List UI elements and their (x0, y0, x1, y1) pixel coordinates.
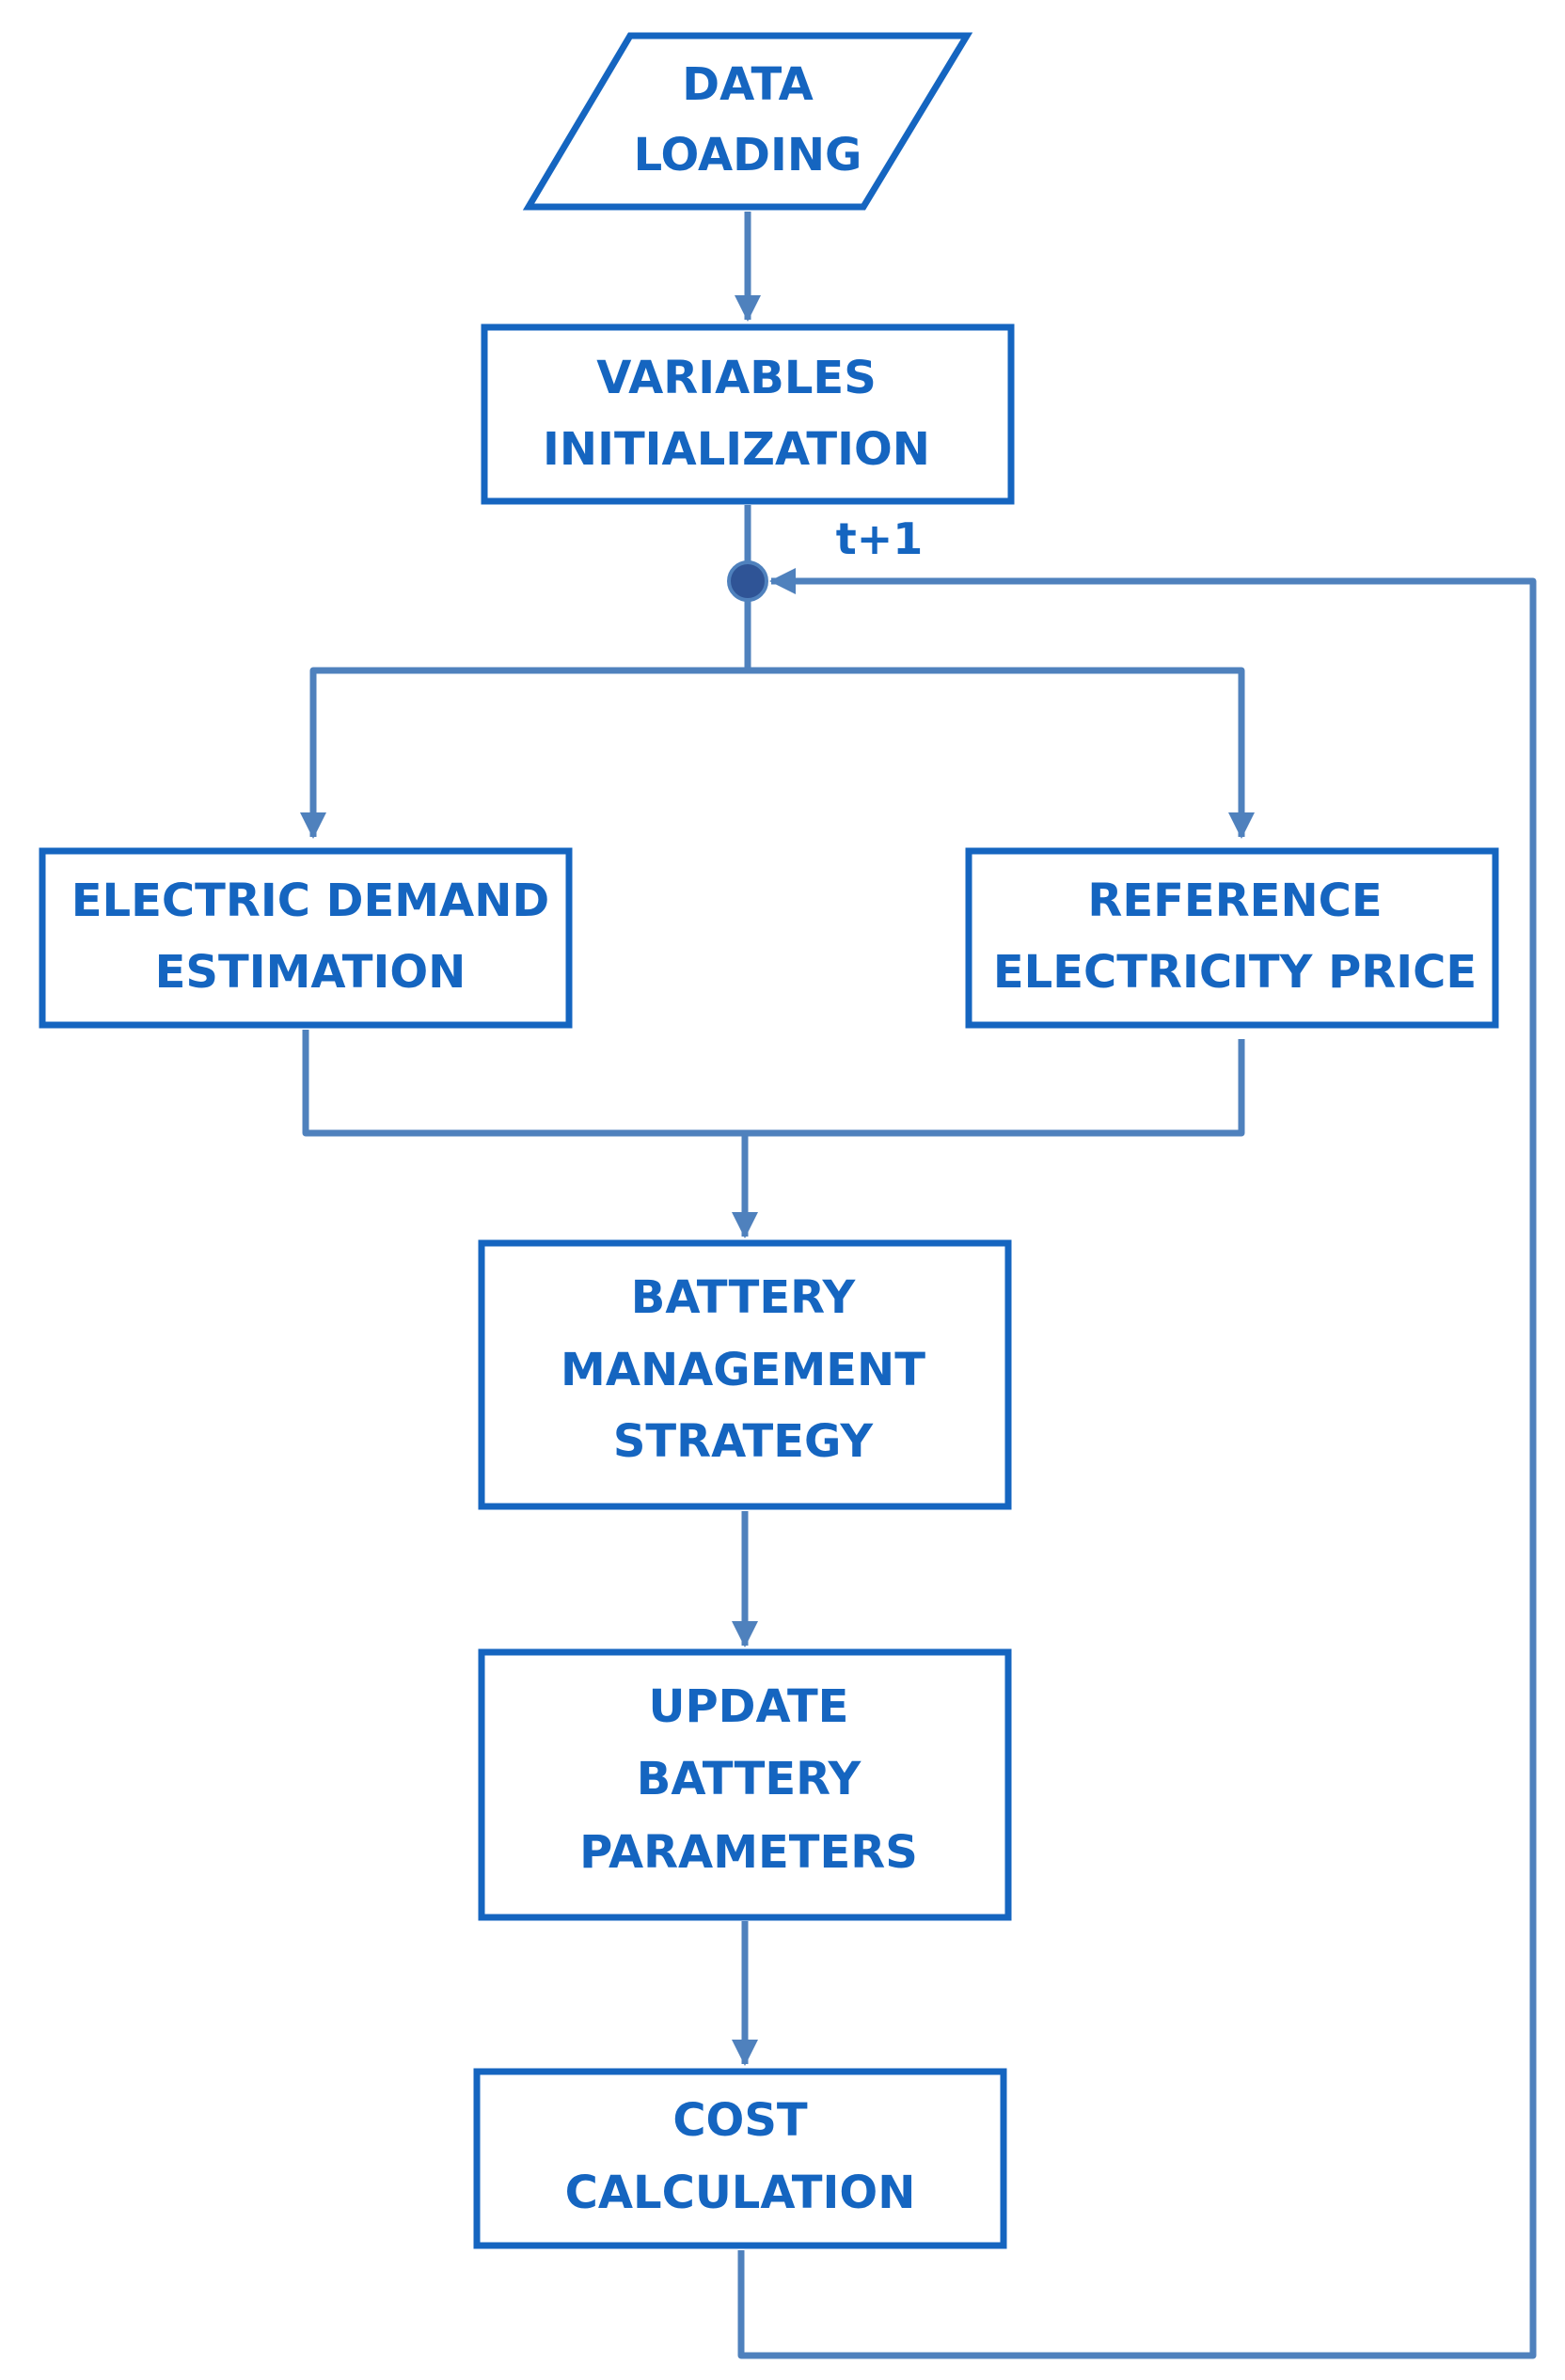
node-battery-management-strategy-line-2: MANAGEMENT (561, 1344, 925, 1396)
node-update-battery-parameters-line-1: UPDATE (649, 1680, 849, 1733)
loop-junction (727, 560, 768, 602)
node-update-battery-parameters: UPDATE BATTERY PARAMETERS (478, 1648, 1012, 1921)
node-data-loading-line-2: LOADING (634, 129, 862, 181)
node-reference-electricity-price: REFERENCE ELECTRICITY PRICE (965, 847, 1499, 1029)
node-battery-management-strategy: BATTERY MANAGEMENT STRATEGY (478, 1239, 1012, 1510)
node-cost-calculation: COST CALCULATION (473, 2068, 1007, 2249)
node-electric-demand-estimation-line-2: ESTIMATION (155, 946, 466, 999)
node-cost-calculation-line-2: CALCULATION (565, 2167, 916, 2219)
node-update-battery-parameters-line-2: BATTERY (637, 1753, 862, 1805)
node-variables-initialization-line-2: INITIALIZATION (543, 423, 930, 476)
node-reference-electricity-price-line-2: ELECTRICITY PRICE (993, 946, 1477, 999)
node-cost-calculation-line-1: COST (672, 2094, 808, 2147)
node-variables-initialization: VARIABLES INITIALIZATION (481, 323, 1015, 505)
connector-electric-demand-estimation-to-merge (302, 1030, 745, 1137)
node-data-loading: DATA LOADING (522, 32, 973, 211)
arrow-split-to-electric-demand-estimation (300, 667, 748, 839)
node-battery-management-strategy-line-1: BATTERY (631, 1271, 857, 1324)
node-data-loading-line-1: DATA (682, 58, 813, 111)
arrow-split-to-reference-electricity-price (748, 667, 1255, 839)
node-variables-initialization-line-1: VARIABLES (596, 352, 877, 404)
node-electric-demand-estimation-line-1: ELECTRIC DEMAND (71, 875, 549, 927)
node-battery-management-strategy-line-3: STRATEGY (613, 1415, 875, 1468)
node-update-battery-parameters-line-3: PARAMETERS (579, 1826, 918, 1879)
node-electric-demand-estimation: ELECTRIC DEMAND ESTIMATION (39, 847, 573, 1029)
arrow-loop-back-to-junction (737, 568, 1537, 2359)
loop-label-t-plus-1: t+1 (836, 513, 924, 564)
connector-reference-electricity-price-to-merge (745, 1039, 1245, 1137)
node-reference-electricity-price-line-1: REFERENCE (1087, 875, 1382, 927)
